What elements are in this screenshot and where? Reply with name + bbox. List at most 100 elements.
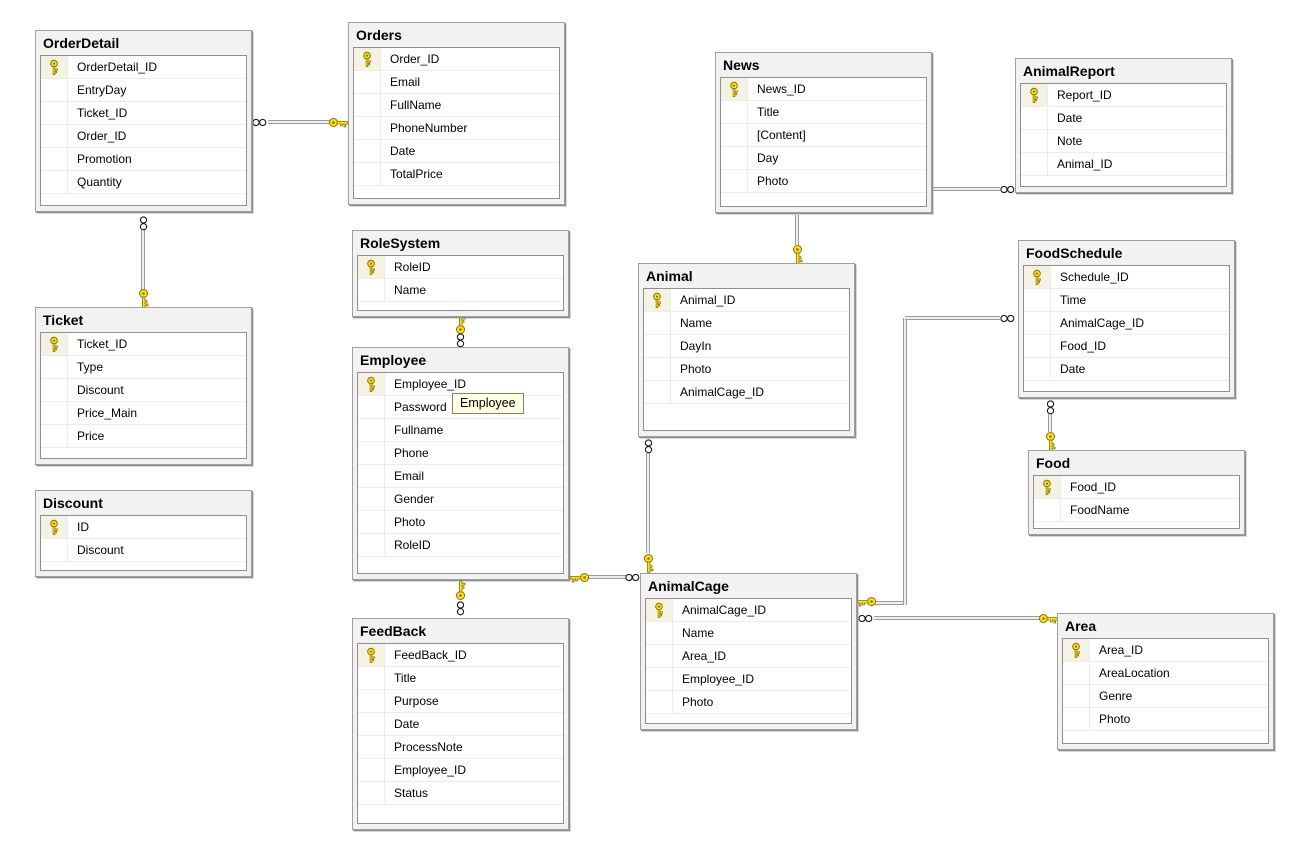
table-row[interactable]: Password bbox=[358, 396, 563, 419]
table-row[interactable]: Title bbox=[721, 101, 926, 124]
table-row[interactable]: Date bbox=[1024, 358, 1229, 381]
relation-animalcage-foodschedule-line[interactable] bbox=[905, 316, 1000, 320]
table-row[interactable]: FullName bbox=[354, 94, 559, 117]
table-row[interactable]: RoleID bbox=[358, 256, 563, 279]
table-row[interactable]: AnimalCage_ID bbox=[644, 381, 849, 404]
table-row[interactable]: AnimalCage_ID bbox=[646, 599, 851, 622]
table-row[interactable]: Employee_ID bbox=[358, 759, 563, 782]
table-row[interactable]: Animal_ID bbox=[644, 289, 849, 312]
table-row[interactable]: Date bbox=[358, 713, 563, 736]
table-row[interactable]: Promotion bbox=[41, 148, 246, 171]
table-row[interactable]: Price bbox=[41, 425, 246, 448]
table-row[interactable]: Schedule_ID bbox=[1024, 266, 1229, 289]
table-row[interactable]: FeedBack_ID bbox=[358, 644, 563, 667]
relation-animal-news-line[interactable] bbox=[795, 215, 799, 245]
table-row[interactable]: FoodName bbox=[1034, 499, 1239, 522]
table-title[interactable]: FoodSchedule bbox=[1026, 245, 1123, 261]
relation-animal-animalreport-line[interactable] bbox=[932, 187, 1000, 191]
table-row[interactable]: Genre bbox=[1063, 685, 1268, 708]
table-row[interactable]: Quantity bbox=[41, 171, 246, 194]
table-row[interactable]: Email bbox=[358, 465, 563, 488]
relation-animalcage-animal-line[interactable] bbox=[646, 453, 650, 553]
table-row[interactable]: Photo bbox=[721, 170, 926, 193]
table-row[interactable]: Photo bbox=[1063, 708, 1268, 731]
table-row[interactable]: Ticket_ID bbox=[41, 333, 246, 356]
table-title[interactable]: Orders bbox=[356, 27, 402, 43]
table-title[interactable]: Area bbox=[1065, 618, 1097, 634]
table-row[interactable]: Date bbox=[1021, 107, 1226, 130]
table-row[interactable]: Status bbox=[358, 782, 563, 805]
table-title[interactable]: Discount bbox=[43, 495, 103, 511]
table-row[interactable]: AnimalCage_ID bbox=[1024, 312, 1229, 335]
table-row[interactable]: News_ID bbox=[721, 78, 926, 101]
table-row[interactable]: Gender bbox=[358, 488, 563, 511]
table-row[interactable]: Food_ID bbox=[1034, 476, 1239, 499]
table-row[interactable]: Purpose bbox=[358, 690, 563, 713]
table-row[interactable]: Title bbox=[358, 667, 563, 690]
table-row[interactable]: Ticket_ID bbox=[41, 102, 246, 125]
table-title[interactable]: Ticket bbox=[43, 312, 84, 328]
table-row[interactable]: Order_ID bbox=[354, 48, 559, 71]
table-row[interactable]: OrderDetail_ID bbox=[41, 56, 246, 79]
table-title[interactable]: Animal bbox=[646, 268, 693, 284]
table-row[interactable]: Name bbox=[644, 312, 849, 335]
table-title[interactable]: Food bbox=[1036, 455, 1071, 471]
table-title[interactable]: RoleSystem bbox=[360, 235, 441, 251]
table-row[interactable]: AreaLocation bbox=[1063, 662, 1268, 685]
table-row[interactable]: Photo bbox=[646, 691, 851, 714]
table-row[interactable]: Phone bbox=[358, 442, 563, 465]
relation-food-foodschedule-line[interactable] bbox=[1048, 414, 1052, 432]
table-row[interactable]: DayIn bbox=[644, 335, 849, 358]
relation-animalcage-foodschedule-line[interactable] bbox=[903, 318, 907, 605]
table-row[interactable]: Order_ID bbox=[41, 125, 246, 148]
table-row[interactable]: EntryDay bbox=[41, 79, 246, 102]
table-row[interactable]: Animal_ID bbox=[1021, 153, 1226, 176]
table-title[interactable]: OrderDetail bbox=[43, 35, 120, 51]
relation-ticket-orderdetail-line[interactable] bbox=[141, 230, 145, 290]
relation-employee-animalcage-line[interactable] bbox=[588, 575, 626, 579]
table-row[interactable]: Food_ID bbox=[1024, 335, 1229, 358]
table-row[interactable]: Type bbox=[41, 356, 246, 379]
table-row[interactable]: Date bbox=[354, 140, 559, 163]
table-row[interactable]: Price_Main bbox=[41, 402, 246, 425]
table-row[interactable]: TotalPrice bbox=[354, 163, 559, 186]
table-row[interactable]: RoleID bbox=[358, 534, 563, 557]
table-row[interactable]: Discount bbox=[41, 379, 246, 402]
table-row[interactable]: Photo bbox=[358, 511, 563, 534]
table-row[interactable]: [Content] bbox=[721, 124, 926, 147]
table-row[interactable]: Discount bbox=[41, 539, 246, 562]
table-row[interactable]: Employee_ID bbox=[646, 668, 851, 691]
table-row[interactable]: ProcessNote bbox=[358, 736, 563, 759]
table-row[interactable]: Fullname bbox=[358, 419, 563, 442]
table-row[interactable]: Email bbox=[354, 71, 559, 94]
relation-area-animalcage-line[interactable] bbox=[874, 616, 1040, 620]
table-row[interactable]: Name bbox=[358, 279, 563, 302]
table-row[interactable]: Name bbox=[646, 622, 851, 645]
table-row[interactable]: Note bbox=[1021, 130, 1226, 153]
table-title[interactable]: FeedBack bbox=[360, 623, 427, 639]
relation-orders-orderdetail-line[interactable] bbox=[268, 120, 330, 124]
table-row[interactable]: Area_ID bbox=[1063, 639, 1268, 662]
table-row[interactable]: PhoneNumber bbox=[354, 117, 559, 140]
table-row[interactable]: Photo bbox=[644, 358, 849, 381]
table-row[interactable]: ID bbox=[41, 516, 246, 539]
table-title[interactable]: News bbox=[723, 57, 760, 73]
table-title[interactable]: Employee bbox=[360, 352, 427, 368]
table-row[interactable]: Area_ID bbox=[646, 645, 851, 668]
table-title[interactable]: AnimalReport bbox=[1023, 63, 1115, 79]
table-row[interactable]: Report_ID bbox=[1021, 84, 1226, 107]
